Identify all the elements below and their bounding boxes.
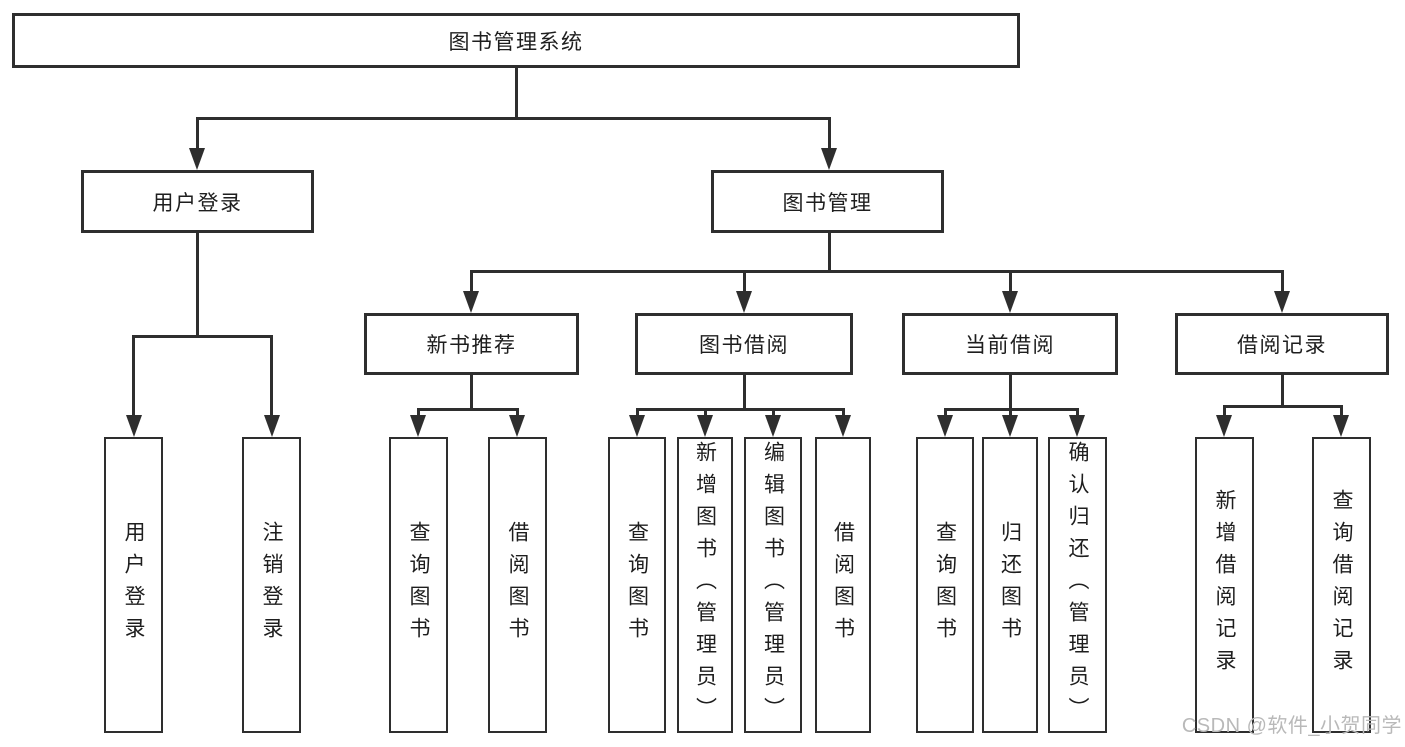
connector	[704, 408, 707, 420]
connector	[1009, 375, 1012, 409]
arrow-down-icon	[765, 415, 781, 437]
connector	[196, 117, 199, 150]
connector	[1281, 270, 1284, 293]
node-new-book-recommend-label: 新书推荐	[426, 334, 517, 357]
connector	[828, 233, 831, 272]
node-new-book-recommend: 新书推荐	[364, 313, 579, 375]
connector	[132, 335, 135, 417]
node-current-borrow-label: 当前借阅	[965, 334, 1055, 357]
arrow-down-icon	[463, 291, 479, 313]
node-book-management: 图书管理	[711, 170, 944, 233]
connector	[1340, 405, 1343, 419]
leaf-bb-add-books-admin-label: 新增图书（管理员）	[693, 441, 717, 729]
node-user-login-label: 用户登录	[152, 191, 243, 215]
connector	[743, 375, 746, 409]
arrow-down-icon	[410, 415, 426, 437]
connector	[1281, 375, 1284, 406]
connector	[196, 117, 830, 120]
connector	[944, 408, 947, 420]
arrow-down-icon	[1002, 415, 1018, 437]
node-user-login: 用户登录	[81, 170, 314, 233]
leaf-rec-borrow-books-label: 借阅图书	[506, 521, 529, 649]
connector	[417, 408, 518, 411]
leaf-cb-return-books-label: 归还图书	[998, 521, 1022, 649]
leaf-br-add-record-label: 新增借阅记录	[1213, 489, 1236, 681]
connector	[270, 335, 273, 417]
arrow-down-icon	[1002, 291, 1018, 313]
leaf-br-query-record: 查询借阅记录	[1312, 437, 1371, 733]
node-borrow-records: 借阅记录	[1175, 313, 1389, 375]
connector	[1009, 270, 1012, 293]
leaf-cb-return-books: 归还图书	[982, 437, 1038, 733]
connector	[470, 270, 1283, 273]
node-book-borrow: 图书借阅	[635, 313, 853, 375]
node-root-label: 图书管理系统	[448, 30, 584, 54]
leaf-rec-query-books: 查询图书	[389, 437, 448, 733]
node-book-management-label: 图书管理	[782, 191, 873, 215]
arrow-down-icon	[189, 148, 205, 170]
arrow-down-icon	[697, 415, 713, 437]
arrow-down-icon	[1333, 415, 1349, 437]
leaf-user-login-label: 用户登录	[122, 521, 145, 649]
connector	[842, 408, 845, 420]
connector	[828, 117, 831, 150]
leaf-cb-query-books-label: 查询图书	[933, 521, 957, 649]
arrow-down-icon	[937, 415, 953, 437]
arrow-down-icon	[1216, 415, 1232, 437]
arrow-down-icon	[264, 415, 280, 437]
connector	[417, 408, 420, 420]
leaf-user-login: 用户登录	[104, 437, 163, 733]
connector	[515, 68, 518, 118]
connector	[196, 233, 199, 336]
connector	[772, 408, 775, 420]
connector	[1076, 408, 1079, 420]
leaf-br-query-record-label: 查询借阅记录	[1330, 489, 1353, 681]
leaf-br-add-record: 新增借阅记录	[1195, 437, 1254, 733]
connector	[1009, 408, 1012, 420]
connector	[636, 408, 639, 420]
connector	[636, 408, 844, 411]
leaf-bb-add-books-admin: 新增图书（管理员）	[677, 437, 733, 733]
arrow-down-icon	[1069, 415, 1085, 437]
node-root: 图书管理系统	[12, 13, 1020, 68]
leaf-rec-query-books-label: 查询图书	[407, 521, 430, 649]
arrow-down-icon	[835, 415, 851, 437]
leaf-bb-query-books: 查询图书	[608, 437, 666, 733]
connector	[470, 270, 473, 293]
leaf-logout: 注销登录	[242, 437, 301, 733]
connector	[132, 335, 273, 338]
leaf-cb-confirm-return-admin-label: 确认归还（管理员）	[1066, 441, 1089, 729]
arrow-down-icon	[509, 415, 525, 437]
leaf-bb-edit-books-admin-label: 编辑图书（管理员）	[761, 441, 785, 729]
connector	[743, 270, 746, 293]
node-book-borrow-label: 图书借阅	[699, 334, 789, 357]
arrow-down-icon	[1274, 291, 1290, 313]
leaf-cb-confirm-return-admin: 确认归还（管理员）	[1048, 437, 1107, 733]
leaf-bb-borrow-books: 借阅图书	[815, 437, 871, 733]
csdn-watermark: CSDN @软件_小贺同学	[1181, 715, 1402, 737]
node-borrow-records-label: 借阅记录	[1237, 334, 1327, 357]
connector	[516, 408, 519, 420]
connector	[470, 375, 473, 409]
arrow-down-icon	[629, 415, 645, 437]
node-current-borrow: 当前借阅	[902, 313, 1118, 375]
leaf-bb-borrow-books-label: 借阅图书	[831, 521, 855, 649]
leaf-rec-borrow-books: 借阅图书	[488, 437, 547, 733]
leaf-logout-label: 注销登录	[260, 521, 283, 649]
connector	[1223, 405, 1226, 419]
arrow-down-icon	[126, 415, 142, 437]
arrow-down-icon	[736, 291, 752, 313]
leaf-bb-query-books-label: 查询图书	[625, 521, 649, 649]
leaf-bb-edit-books-admin: 编辑图书（管理员）	[744, 437, 802, 733]
leaf-cb-query-books: 查询图书	[916, 437, 974, 733]
connector	[1223, 405, 1342, 408]
arrow-down-icon	[821, 148, 837, 170]
